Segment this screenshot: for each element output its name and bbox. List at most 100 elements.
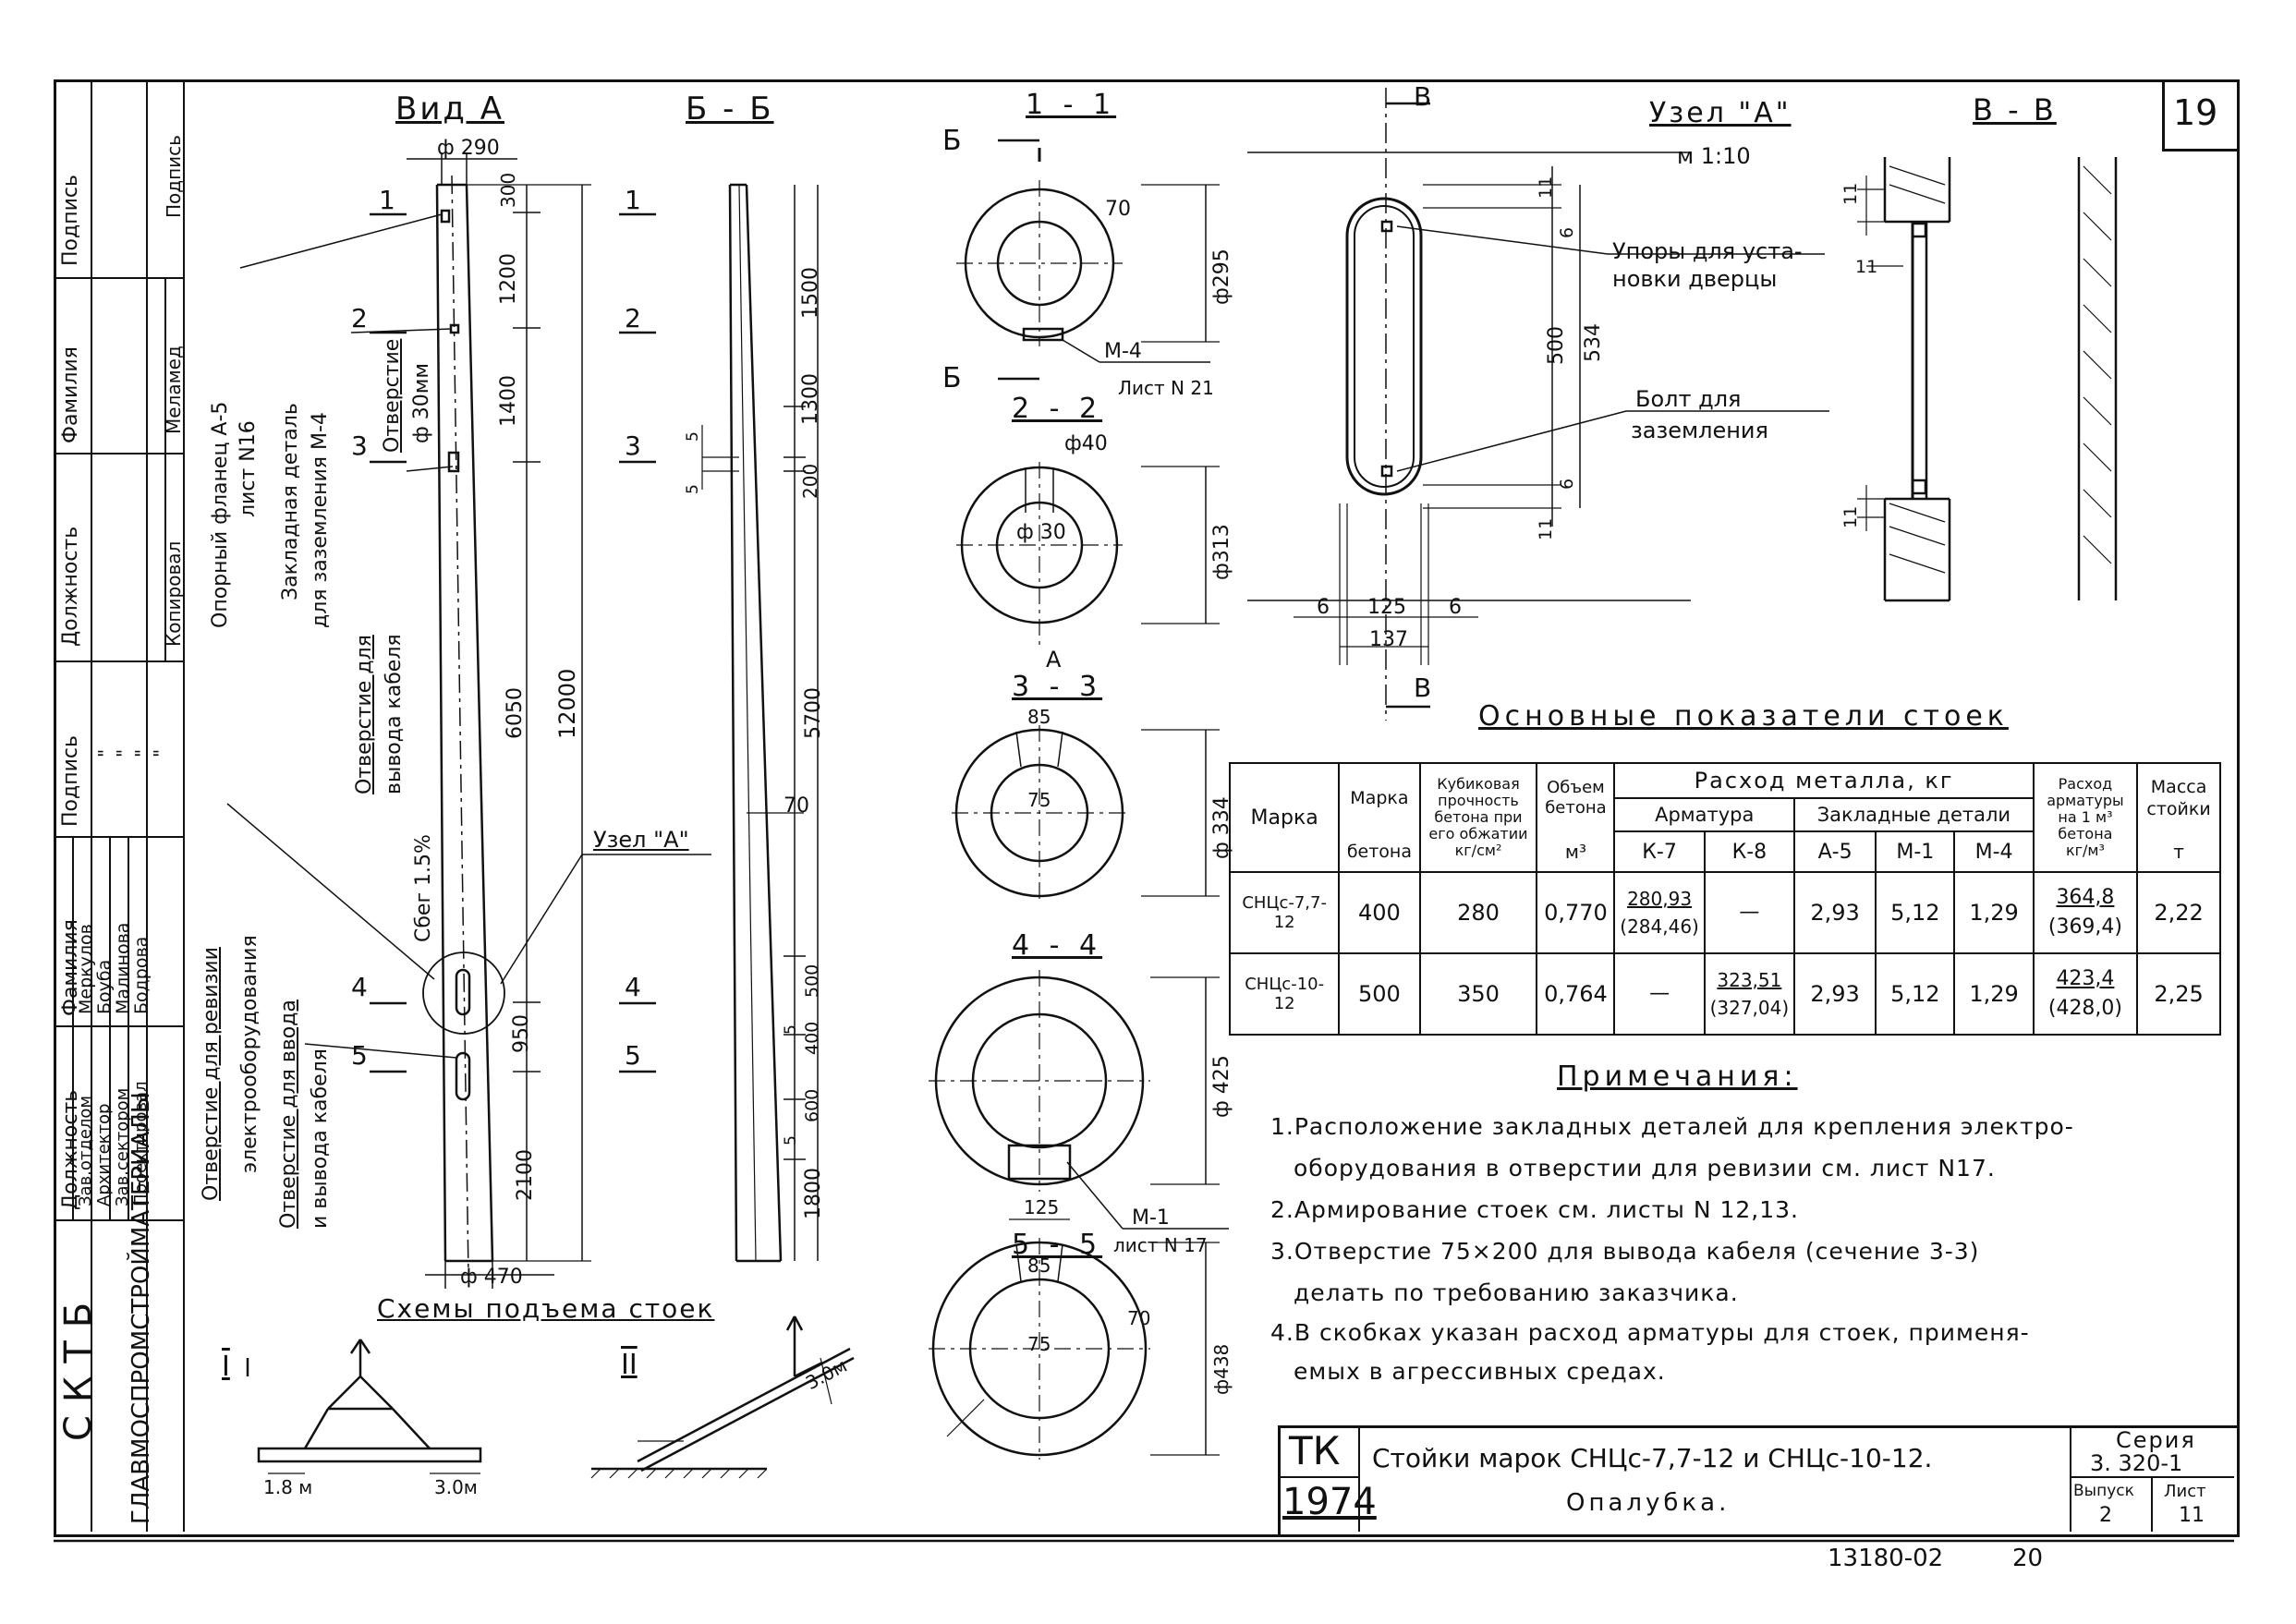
bb-dim-200: 200 [799, 463, 821, 499]
cell-mass: 2,25 [2136, 952, 2221, 1036]
node-a-dim-11b: 11 [1536, 517, 1556, 540]
section-5-title: 5 - 5 [1012, 1229, 1103, 1261]
note-m1-sheet: лист N 17 [1113, 1234, 1208, 1256]
cell-m4: 1,29 [1953, 871, 2035, 954]
cell-mark: СНЦс-7,7-12 [1228, 871, 1341, 954]
bb-dim-5700: 5700 [802, 687, 825, 739]
col-k8: К-8 [1703, 830, 1796, 873]
bb-dim-400: 400 [802, 1021, 822, 1055]
lifting-dim-2: 3.0м [434, 1476, 478, 1498]
cut-mark-5-right: 5 [625, 1040, 641, 1071]
cut-mark-3-right: 3 [625, 430, 641, 461]
cell-mark: СНЦс-10-12 [1228, 952, 1341, 1036]
vv-dim-11c: 11 [1840, 505, 1861, 528]
cut-mark-2-right: 2 [625, 303, 641, 333]
indicators-title: Основные показатели стоек [1478, 700, 2009, 733]
tb-year: 1974 [1282, 1481, 1377, 1523]
col-a5: А-5 [1793, 830, 1877, 873]
bb-dim-1300: 1300 [799, 373, 822, 425]
col-volume-unit: м³ [1536, 831, 1616, 873]
section-3-title: 3 - 3 [1012, 671, 1103, 703]
section-vv-drawing [1857, 157, 2118, 602]
col-volume: Объем бетона [1536, 762, 1616, 831]
node-a-dim-125: 125 [1367, 596, 1406, 619]
node-a-dim-6b: 6 [1557, 478, 1577, 490]
cell-per-m3: 423,4(428,0) [2032, 952, 2139, 1036]
note-line: делать по требованию заказчика. [1294, 1279, 1739, 1306]
bb-dim-1500: 1500 [799, 267, 822, 319]
cell-strength: 350 [1418, 952, 1538, 1036]
section-5-inner: 75 [1027, 1333, 1051, 1355]
table-row: СНЦс-10-12 500 350 0,764 — 323,51(327,04… [1228, 952, 2221, 1036]
section-4-extra: 125 [1024, 1196, 1060, 1218]
section-mark-b-bottom: Б [942, 362, 962, 394]
cell-a5: 2,93 [1793, 871, 1877, 954]
cell-m4: 1,29 [1953, 952, 2035, 1036]
label-embedded-2: для заземления М-4 [309, 412, 332, 628]
label-cable-out: Отверстие для [353, 635, 376, 794]
section-3-inner: 75 [1027, 789, 1051, 811]
label-revision-2: электрооборудования [238, 935, 261, 1173]
section-circles [929, 139, 1229, 1460]
cut-mark-2-left: 2 [351, 303, 368, 333]
cell-strength: 280 [1418, 871, 1538, 954]
label-embedded: Закладная деталь [279, 403, 302, 600]
col-m1: М-1 [1875, 830, 1956, 873]
bb-small-5: 5 [782, 1024, 800, 1035]
node-a-dim-137: 137 [1369, 628, 1408, 651]
node-a-scale: м 1:10 [1677, 143, 1751, 169]
tb-sheet-label: Лист [2164, 1482, 2206, 1501]
label-cable-in: Отверстие для ввода [277, 1000, 300, 1229]
tb-issue-label: Выпуск [2073, 1482, 2134, 1500]
cut-mark-4-right: 4 [625, 972, 641, 1002]
label-slope: Сбег 1.5% [412, 834, 435, 942]
tb-issue: 2 [2099, 1504, 2112, 1527]
col-rebar: Арматура [1613, 797, 1796, 832]
col-m4: М-4 [1953, 830, 2035, 873]
view-a-bottom-dia: ф 470 [460, 1266, 523, 1289]
lifting-title: Схемы подъема стоек [377, 1293, 715, 1324]
note-line: 3.Отверстие 75×200 для вывода кабеля (се… [1270, 1238, 1980, 1265]
cell-volume: 0,764 [1536, 952, 1616, 1036]
node-a-b-top: В [1414, 81, 1432, 112]
note-line: оборудования в отверстии для ревизии см.… [1294, 1155, 1996, 1182]
node-a-dim-6-right: 6 [1449, 596, 1462, 619]
dim-1400: 1400 [497, 375, 520, 427]
sheet-number: 19 [2173, 92, 2218, 133]
col-mass-unit: т [2136, 831, 2221, 873]
section-4-title: 4 - 4 [1012, 929, 1103, 962]
cell-k7: 280,93(284,46) [1613, 871, 1706, 954]
node-a-dim-11: 11 [1536, 176, 1556, 199]
cell-k7: — [1613, 952, 1706, 1036]
label-flange: Опорный фланец А-5 [209, 401, 232, 628]
drawing-frame [54, 79, 2240, 1537]
node-a-title: Узел "А" [1649, 97, 1792, 129]
bb-small-5: 5 [782, 1135, 800, 1145]
bb-dim-600: 600 [802, 1088, 822, 1122]
node-a-b-bottom: В [1414, 673, 1432, 703]
note-line: 2.Армирование стоек см. листы N 12,13. [1270, 1196, 1799, 1223]
label-revision: Отверстие для ревизии [200, 947, 223, 1201]
section-1-title: 1 - 1 [1026, 89, 1117, 121]
tb-subtitle: Опалубка. [1566, 1489, 1731, 1517]
tb-tk: ТК [1289, 1428, 1341, 1473]
cell-a5: 2,93 [1793, 952, 1877, 1036]
node-a-dim-500: 500 [1545, 326, 1568, 365]
cut-mark-5-left: 5 [351, 1040, 368, 1071]
footer-code: 13180-02 [1828, 1545, 1944, 1572]
view-a-top-dia: ф 290 [437, 137, 500, 160]
cut-mark-3-left: 3 [351, 430, 368, 461]
col-k7: К-7 [1613, 830, 1706, 873]
col-per-m3: Расход арматуры на 1 м³ бетона кг/м³ [2032, 762, 2139, 873]
indicators-table: Марка Марка Кубиковая прочность бетона п… [1228, 762, 2221, 1036]
dim-300: 300 [497, 172, 519, 208]
tb-series-label: Серия [2116, 1427, 2196, 1453]
section-vv-title: В - В [1973, 92, 2057, 127]
bb-small-5: 5 [684, 431, 702, 442]
note-line: емых в агрессивных средах. [1294, 1358, 1666, 1385]
lifting-scheme-1: I [222, 1351, 230, 1383]
node-a-stops: Упоры для уста- [1612, 238, 1803, 264]
view-a-title: Вид А [395, 91, 504, 127]
note-line: 1.Расположение закладных деталей для кре… [1270, 1113, 2074, 1140]
section-1-dia: ф295 [1210, 248, 1233, 305]
